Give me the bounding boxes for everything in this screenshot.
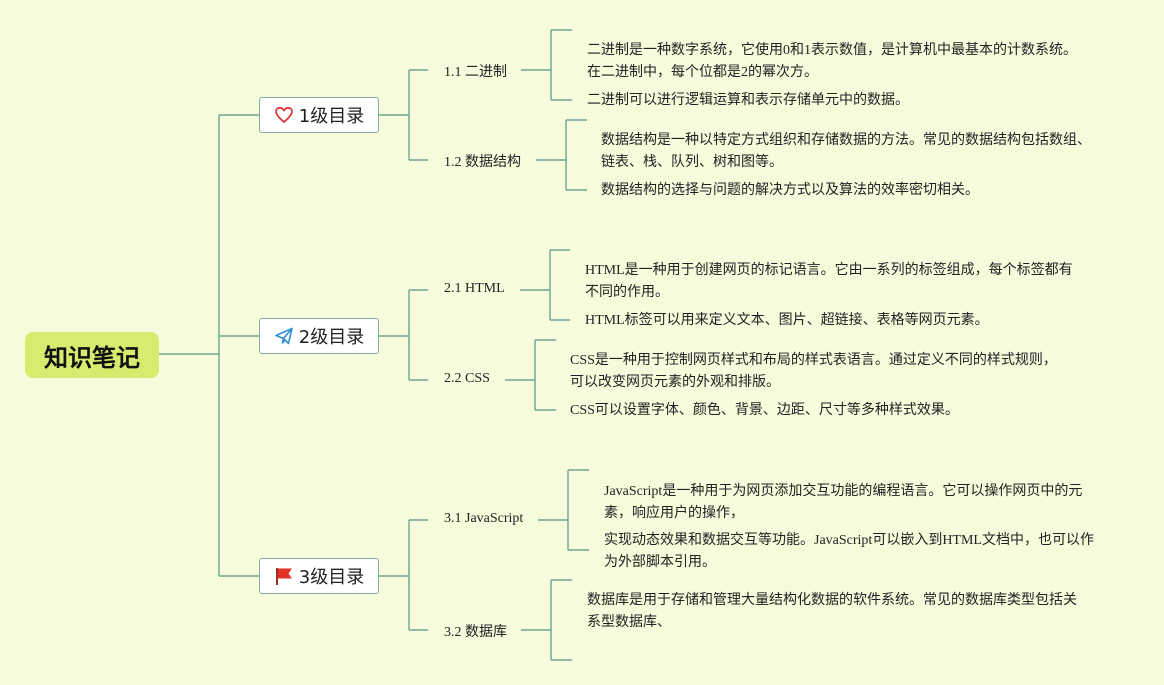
subtopic-2-1[interactable]: 2.1 HTML [444,281,505,296]
note[interactable]: CSS可以设置字体、颜色、背景、边距、尺寸等多种样式效果。 [570,403,959,418]
subtopic-3-1[interactable]: 3.1 JavaScript [444,511,524,526]
paper-plane-icon [274,326,294,346]
topic-level-1-label: 1级目录 [298,106,365,127]
topic-level-3-label: 3级目录 [298,567,365,588]
note[interactable]: 二进制是一种数字系统，它使用0和1表示数值，是计算机中最基本的计数系统。 在二进… [587,43,1077,80]
note[interactable]: 二进制可以进行逻辑运算和表示存储单元中的数据。 [587,93,909,108]
root-topic[interactable]: 知识笔记 [25,332,159,378]
heart-icon [274,105,294,125]
note[interactable]: 数据结构的选择与问题的解决方式以及算法的效率密切相关。 [601,183,979,198]
subtopic-1-2[interactable]: 1.2 数据结构 [444,155,521,170]
note[interactable]: 实现动态效果和数据交互等功能。JavaScript可以嵌入到HTML文档中，也可… [604,533,1094,570]
subtopic-3-2[interactable]: 3.2 数据库 [444,625,507,640]
subtopic-1-1[interactable]: 1.1 二进制 [444,65,507,80]
root-topic-label: 知识笔记 [44,343,140,372]
topic-level-2[interactable]: 2级目录 [259,318,379,354]
red-flag-icon [274,566,294,586]
subtopic-2-2[interactable]: 2.2 CSS [444,371,490,386]
note[interactable]: JavaScript是一种用于为网页添加交互功能的编程语言。它可以操作网页中的元… [604,484,1083,521]
note[interactable]: HTML是一种用于创建网页的标记语言。它由一系列的标签组成，每个标签都有 不同的… [585,263,1073,300]
note[interactable]: CSS是一种用于控制网页样式和布局的样式表语言。通过定义不同的样式规则， 可以改… [570,353,1057,390]
note[interactable]: 数据结构是一种以特定方式组织和存储数据的方法。常见的数据结构包括数组、 链表、栈… [601,133,1091,170]
note[interactable]: 数据库是用于存储和管理大量结构化数据的软件系统。常见的数据库类型包括关 系型数据… [587,593,1077,630]
topic-level-1[interactable]: 1级目录 [259,97,379,133]
topic-level-3[interactable]: 3级目录 [259,558,379,594]
topic-level-2-label: 2级目录 [298,327,365,348]
note[interactable]: HTML标签可以用来定义文本、图片、超链接、表格等网页元素。 [585,313,989,328]
